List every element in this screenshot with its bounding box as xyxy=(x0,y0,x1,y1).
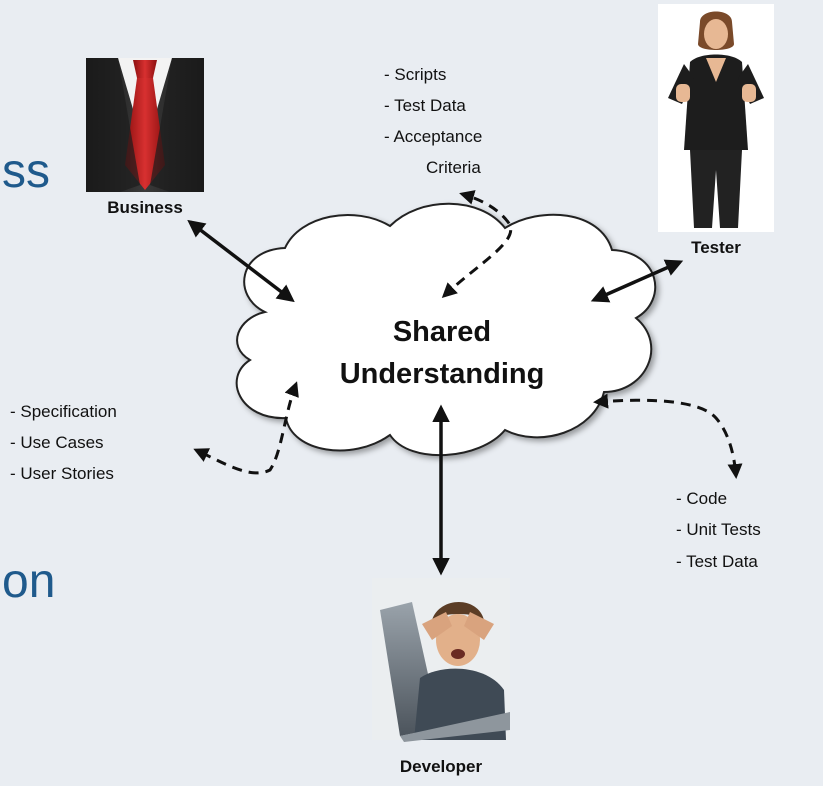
role-tester-label: Tester xyxy=(691,238,741,257)
center-label-line1: Shared xyxy=(393,316,491,348)
tester-artifact-item: - Acceptance xyxy=(384,127,482,146)
developer-artifact-item: - Code xyxy=(676,489,727,508)
role-developer-label: Developer xyxy=(400,757,483,776)
role-business-label: Business xyxy=(107,198,183,217)
center-label-line2: Understanding xyxy=(340,358,545,390)
tester-person-photo-icon xyxy=(658,4,774,232)
tester-artifact-item: - Test Data xyxy=(384,96,466,115)
business-artifact-item: - Use Cases xyxy=(10,433,104,452)
developer-artifact-item: - Unit Tests xyxy=(676,520,761,539)
tester-artifact-item: Criteria xyxy=(426,158,481,177)
tester-cloud-arrow xyxy=(590,259,684,303)
developer-artifacts-dashed-arrow xyxy=(593,393,743,479)
business-artifacts-dashed-arrow xyxy=(193,381,299,475)
business-cloud-arrow xyxy=(187,219,295,303)
slide-partial-text-bottom: on xyxy=(2,555,56,608)
tester-artifact-item: - Scripts xyxy=(384,65,446,84)
business-suit-photo-icon xyxy=(86,58,204,192)
business-artifact-item: - Specification xyxy=(10,402,117,421)
slide-partial-text-top: ss xyxy=(2,145,50,198)
tester-artifacts-dashed-arrow xyxy=(441,190,512,299)
developer-laptop-photo-icon xyxy=(372,578,510,742)
business-artifact-item: - User Stories xyxy=(10,464,114,483)
developer-artifact-item: - Test Data xyxy=(676,552,758,571)
